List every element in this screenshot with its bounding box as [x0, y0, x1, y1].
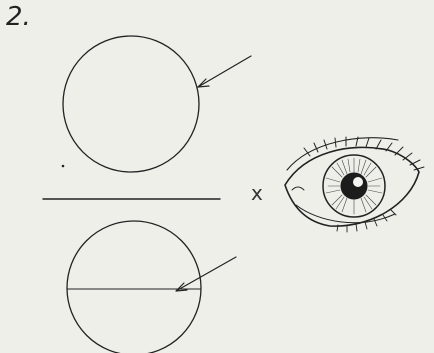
upper-circle [63, 36, 199, 172]
stray-dot [62, 165, 65, 168]
eye-highlight [353, 177, 363, 187]
multiplication-sign: x [251, 183, 263, 203]
lower-arrow [176, 257, 236, 291]
eye-pupil [341, 173, 367, 199]
upper-arrow [198, 56, 251, 87]
eye-icon [285, 137, 424, 232]
lower-circle [67, 221, 201, 353]
